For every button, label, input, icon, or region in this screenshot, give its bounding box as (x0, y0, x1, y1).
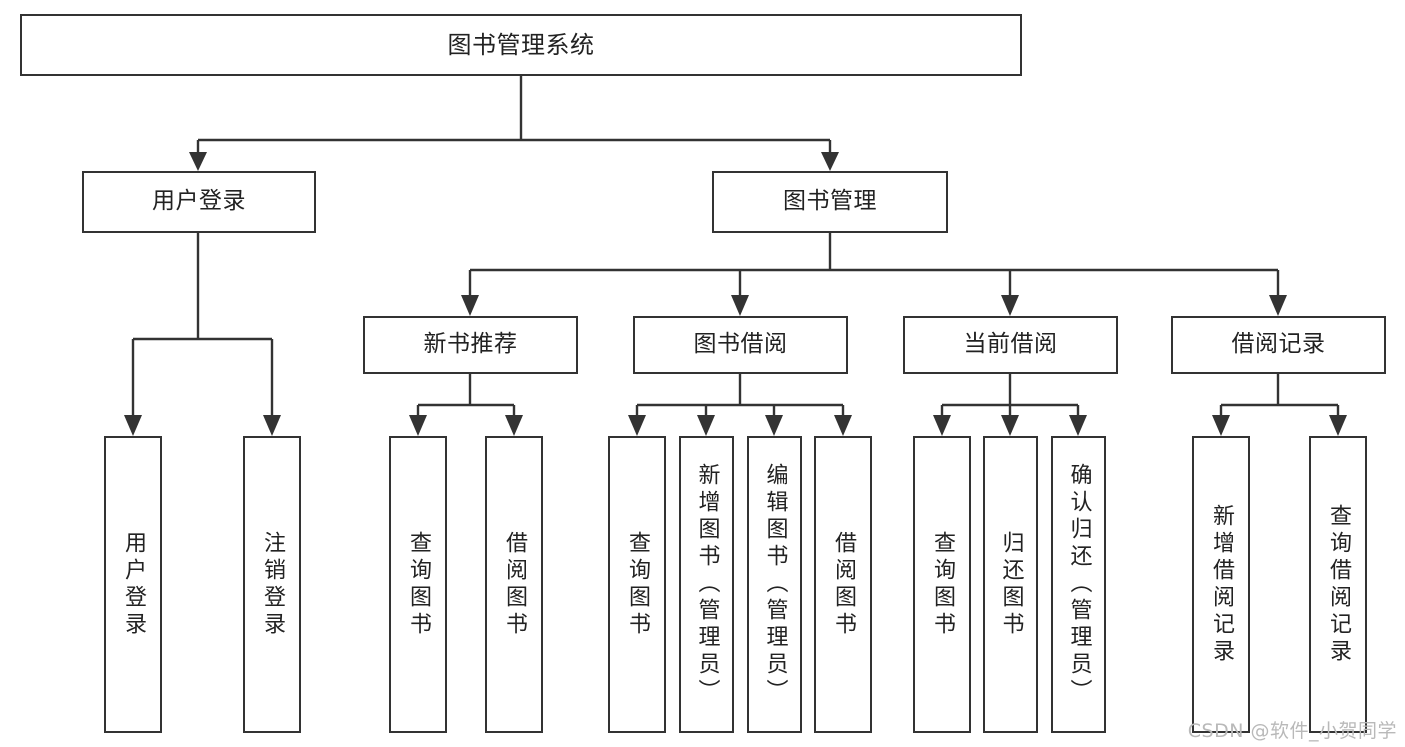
node-borrow-record-label: 借阅记录 (1231, 331, 1326, 358)
node-root[interactable]: 图书管理系统 (20, 14, 1022, 76)
node-leaf-add-book-label: 新增图书（管理员） (694, 463, 720, 706)
arrowhead-borrow-record (1269, 295, 1287, 316)
node-book-manage[interactable]: 图书管理 (712, 171, 948, 233)
node-leaf-borrow-book-1-label: 借阅图书 (502, 530, 527, 639)
node-new-book-recommend-label: 新书推荐 (423, 331, 518, 358)
arrowhead-leaf-add-book (697, 415, 715, 436)
node-book-manage-label: 图书管理 (783, 188, 877, 215)
node-leaf-edit-book[interactable]: 编辑图书（管理员） (747, 436, 802, 733)
node-leaf-borrow-book-2[interactable]: 借阅图书 (814, 436, 872, 733)
arrowhead-new-book-rec (461, 295, 479, 316)
node-leaf-logout[interactable]: 注销登录 (243, 436, 301, 733)
arrowhead-book-manage (821, 152, 839, 171)
arrowhead-leaf-return-book (1001, 415, 1019, 436)
node-leaf-user-login-label: 用户登录 (121, 530, 146, 639)
node-current-borrow[interactable]: 当前借阅 (903, 316, 1118, 374)
node-leaf-logout-label: 注销登录 (260, 530, 285, 639)
node-leaf-query-book-1-label: 查询图书 (406, 530, 431, 639)
arrowhead-leaf-logout (263, 415, 281, 436)
node-leaf-borrow-book-1[interactable]: 借阅图书 (485, 436, 543, 733)
node-leaf-add-book[interactable]: 新增图书（管理员） (679, 436, 734, 733)
csdn-watermark: CSDN @软件_小贺同学 (1187, 720, 1397, 742)
arrowhead-leaf-edit-book (765, 415, 783, 436)
node-borrow-record[interactable]: 借阅记录 (1171, 316, 1386, 374)
node-leaf-edit-book-label: 编辑图书（管理员） (762, 463, 788, 706)
node-leaf-query-book-3[interactable]: 查询图书 (913, 436, 971, 733)
node-leaf-query-book-2-label: 查询图书 (625, 530, 650, 639)
node-leaf-borrow-book-2-label: 借阅图书 (831, 530, 856, 639)
node-leaf-add-record[interactable]: 新增借阅记录 (1192, 436, 1250, 733)
node-leaf-query-record[interactable]: 查询借阅记录 (1309, 436, 1367, 733)
arrowhead-leaf-query-record (1329, 415, 1347, 436)
node-leaf-query-book-2[interactable]: 查询图书 (608, 436, 666, 733)
node-book-borrow[interactable]: 图书借阅 (633, 316, 848, 374)
arrowhead-leaf-query-book-3 (933, 415, 951, 436)
node-leaf-confirm-return[interactable]: 确认归还（管理员） (1051, 436, 1106, 733)
node-leaf-query-record-label: 查询借阅记录 (1326, 503, 1351, 666)
node-leaf-confirm-return-label: 确认归还（管理员） (1066, 463, 1092, 706)
node-root-label: 图书管理系统 (447, 30, 595, 59)
node-leaf-return-book-label: 归还图书 (998, 530, 1024, 639)
node-leaf-query-book-3-label: 查询图书 (930, 530, 955, 639)
node-current-borrow-label: 当前借阅 (963, 331, 1058, 358)
arrowhead-leaf-add-record (1212, 415, 1230, 436)
arrowhead-leaf-query-book-2 (628, 415, 646, 436)
arrowhead-leaf-user-login (124, 415, 142, 436)
arrowhead-leaf-confirm-return (1069, 415, 1087, 436)
arrowhead-user-login (189, 152, 207, 171)
node-user-login-label: 用户登录 (152, 188, 246, 215)
node-leaf-add-record-label: 新增借阅记录 (1209, 503, 1234, 666)
arrowhead-book-borrow (731, 295, 749, 316)
arrowhead-leaf-borrow-book-1 (505, 415, 523, 436)
node-user-login[interactable]: 用户登录 (82, 171, 316, 233)
node-book-borrow-label: 图书借阅 (693, 331, 788, 358)
arrowhead-leaf-query-book-1 (409, 415, 427, 436)
node-new-book-recommend[interactable]: 新书推荐 (363, 316, 578, 374)
arrowhead-current-borrow (1001, 295, 1019, 316)
node-leaf-user-login[interactable]: 用户登录 (104, 436, 162, 733)
arrowhead-leaf-borrow-book-2 (834, 415, 852, 436)
node-leaf-query-book-1[interactable]: 查询图书 (389, 436, 447, 733)
node-leaf-return-book[interactable]: 归还图书 (983, 436, 1038, 733)
